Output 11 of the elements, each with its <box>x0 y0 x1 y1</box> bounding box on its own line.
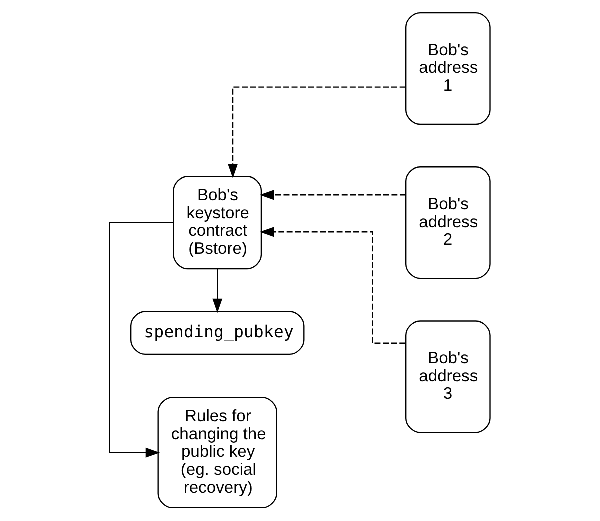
arrow <box>212 269 223 314</box>
arrow <box>228 86 406 178</box>
arrow <box>260 227 406 344</box>
node-box: Bob's keystore contract (Bstore) <box>173 176 262 270</box>
arrow <box>109 222 174 458</box>
node-box: spending_pubkey <box>130 311 305 356</box>
node-box: Bob's address 1 <box>406 12 491 126</box>
node-box: Rules for changing the public key (eg. social recovery) <box>158 397 278 509</box>
arrow <box>260 190 406 200</box>
node-box: Bob's address 2 <box>406 166 491 280</box>
node-box: Bob's address 3 <box>406 320 491 434</box>
